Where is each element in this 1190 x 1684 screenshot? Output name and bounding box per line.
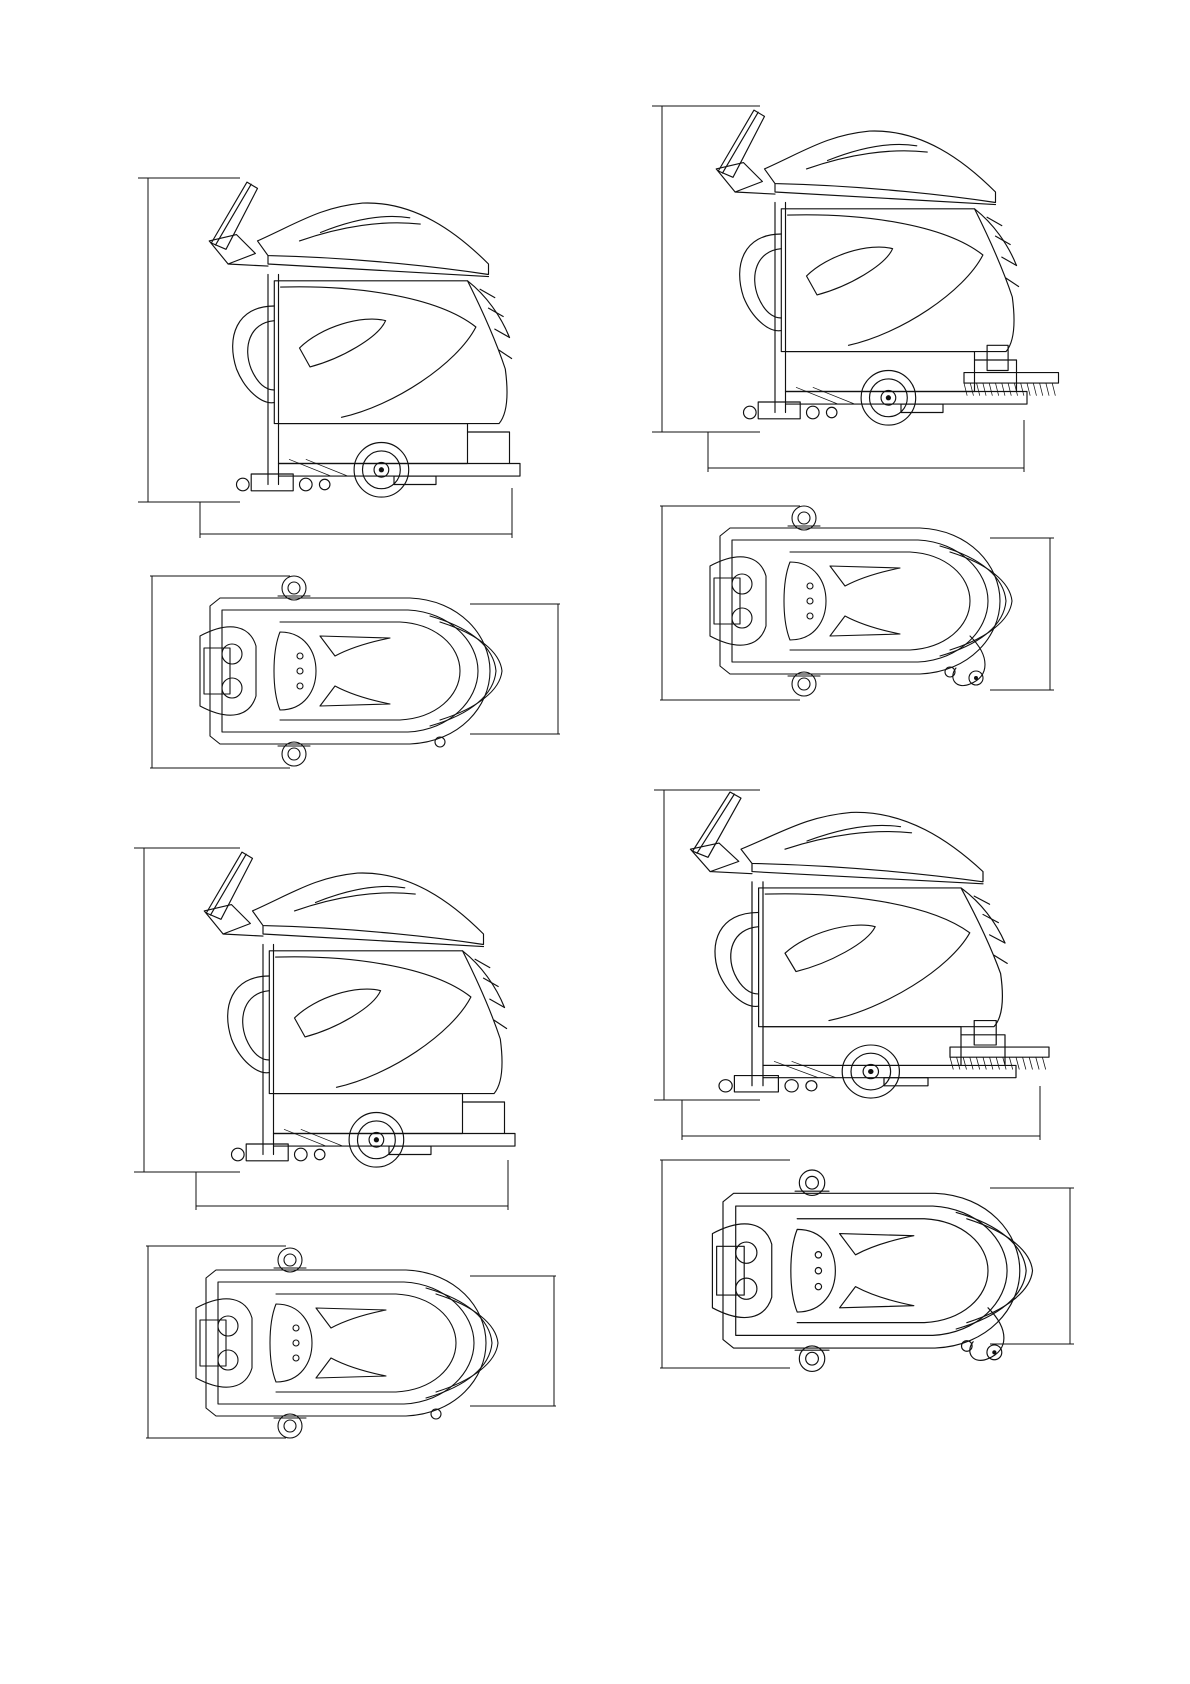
model-b-side-view	[134, 848, 515, 1210]
model-c-side-view	[652, 106, 1059, 472]
model-b-top-view	[146, 1246, 556, 1438]
model-c-top-view	[660, 506, 1054, 700]
model-d-side-view	[654, 790, 1049, 1140]
model-a-top-view	[150, 576, 560, 768]
model-d-top-view	[660, 1160, 1074, 1371]
model-a-side-view	[138, 178, 520, 538]
